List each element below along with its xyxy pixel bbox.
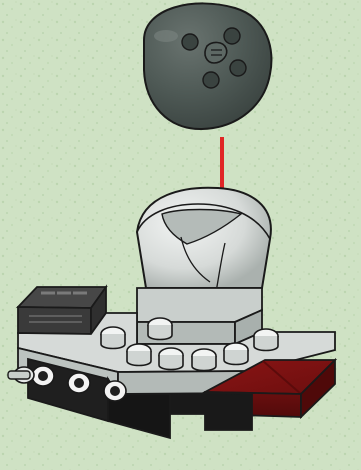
stud [224, 343, 248, 365]
stud [159, 348, 183, 370]
stud [127, 344, 151, 366]
grille-brick [18, 287, 106, 334]
stud [148, 318, 172, 340]
stud [254, 329, 278, 351]
light-gray-cup [137, 188, 271, 292]
stud [192, 349, 216, 371]
stud [101, 327, 125, 349]
